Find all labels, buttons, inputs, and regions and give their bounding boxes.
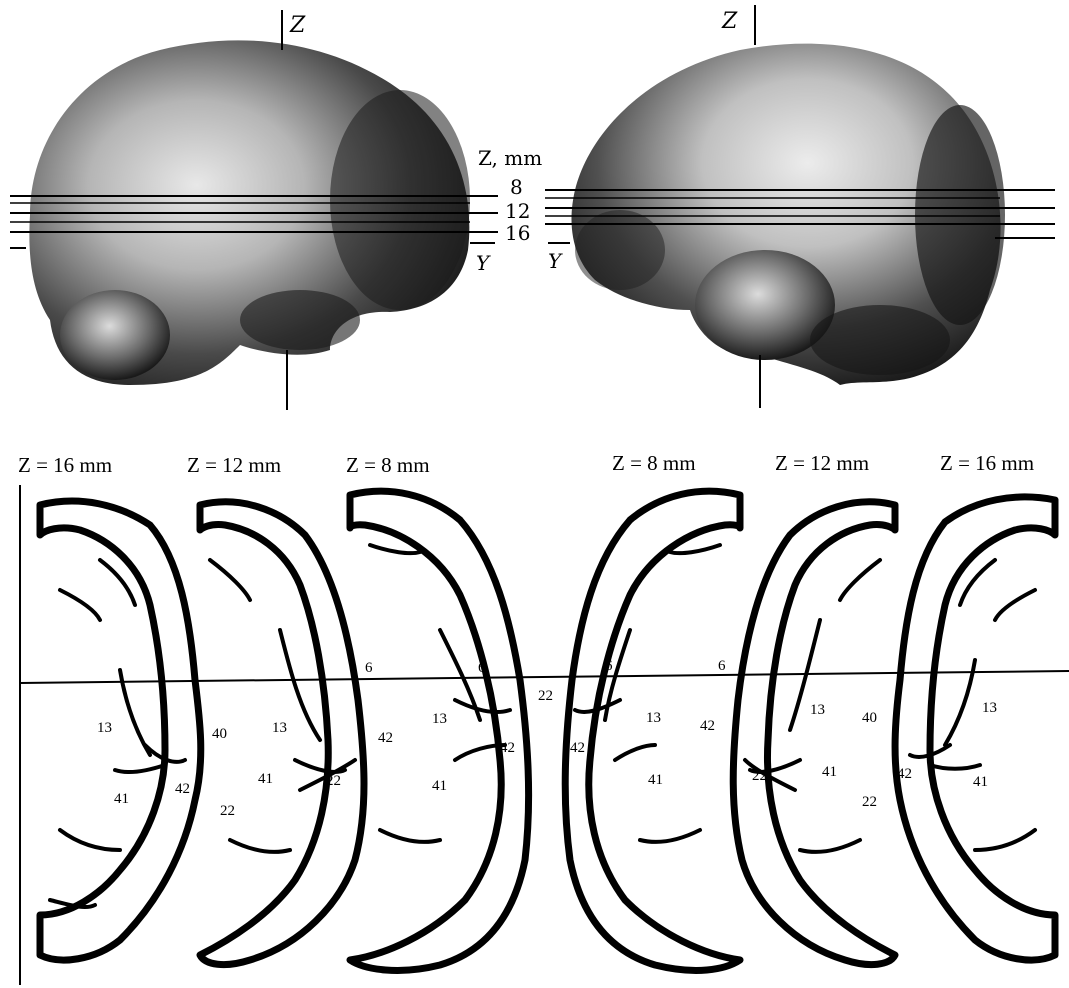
left-brain-temporal-lobe	[60, 290, 170, 380]
slice-3-label-6: 6	[478, 660, 486, 676]
slice-4-label-6: 6	[605, 658, 613, 674]
z-tick-8: 8	[510, 175, 523, 199]
slice-2-label-6: 6	[365, 660, 373, 676]
slice-2-label-13: 13	[272, 720, 287, 736]
slice-3-label-22: 22	[538, 688, 553, 704]
slice-1-label-42: 42	[175, 781, 190, 797]
slice-6-title: Z = 16 mm	[940, 451, 1034, 475]
left-y-axis-label: Y	[476, 251, 491, 275]
slice-1-label-22: 22	[220, 803, 235, 819]
slice-3-title: Z = 8 mm	[346, 453, 430, 477]
slice-5-label-41: 41	[822, 764, 837, 780]
slice-5-label-22: 22	[752, 768, 767, 784]
z-tick-16: 16	[505, 221, 530, 245]
right-brain: Z Y	[545, 5, 1055, 408]
left-brain: Z Y	[10, 10, 498, 410]
slice-5-label-6: 6	[718, 658, 726, 674]
slice-2-title: Z = 12 mm	[187, 453, 281, 477]
slice-5-title: Z = 12 mm	[775, 451, 869, 475]
slice-3-labels: 6 13 42 41 22	[432, 660, 553, 794]
right-z-axis-label: Z	[721, 9, 738, 34]
slice-5-label-42: 42	[700, 718, 715, 734]
slice-3-label-13: 13	[432, 711, 447, 727]
left-z-axis-label: Z	[289, 13, 306, 38]
slice-2-label-42: 42	[378, 730, 393, 746]
slice-1-title: Z = 16 mm	[18, 453, 112, 477]
slice-4-title: Z = 8 mm	[612, 451, 696, 475]
right-y-axis-label: Y	[548, 249, 563, 273]
slice-6-label-13: 13	[982, 700, 997, 716]
slice-1-label-40: 40	[212, 726, 227, 742]
slice-1-label-41: 41	[114, 791, 129, 807]
slice-6-label-41: 41	[973, 774, 988, 790]
reference-line	[20, 671, 1069, 683]
slice-1-label-13: 13	[97, 720, 112, 736]
slice-6-label-22: 22	[862, 794, 877, 810]
slice-4-label-13: 13	[646, 710, 661, 726]
slice-2-label-41: 41	[258, 771, 273, 787]
slice-3-outline	[350, 491, 529, 970]
slice-3-label-41: 41	[432, 778, 447, 794]
slice-2-label-22: 22	[326, 773, 341, 789]
slice-6-label-42: 42	[897, 766, 912, 782]
slice-6-label-40: 40	[862, 710, 877, 726]
slice-titles: Z = 16 mm Z = 12 mm Z = 8 mm Z = 8 mm Z …	[18, 451, 1034, 477]
z-scale-title: Z, mm	[478, 146, 542, 170]
slice-5-label-13: 13	[810, 702, 825, 718]
slice-4-label-42: 42	[570, 740, 585, 756]
slice-6-outline	[895, 497, 1055, 960]
z-tick-12: 12	[505, 199, 530, 223]
slice-5-outline	[733, 502, 895, 965]
slice-4-label-41: 41	[648, 772, 663, 788]
slice-3-label-42: 42	[500, 740, 515, 756]
slice-1-outline	[40, 501, 201, 960]
